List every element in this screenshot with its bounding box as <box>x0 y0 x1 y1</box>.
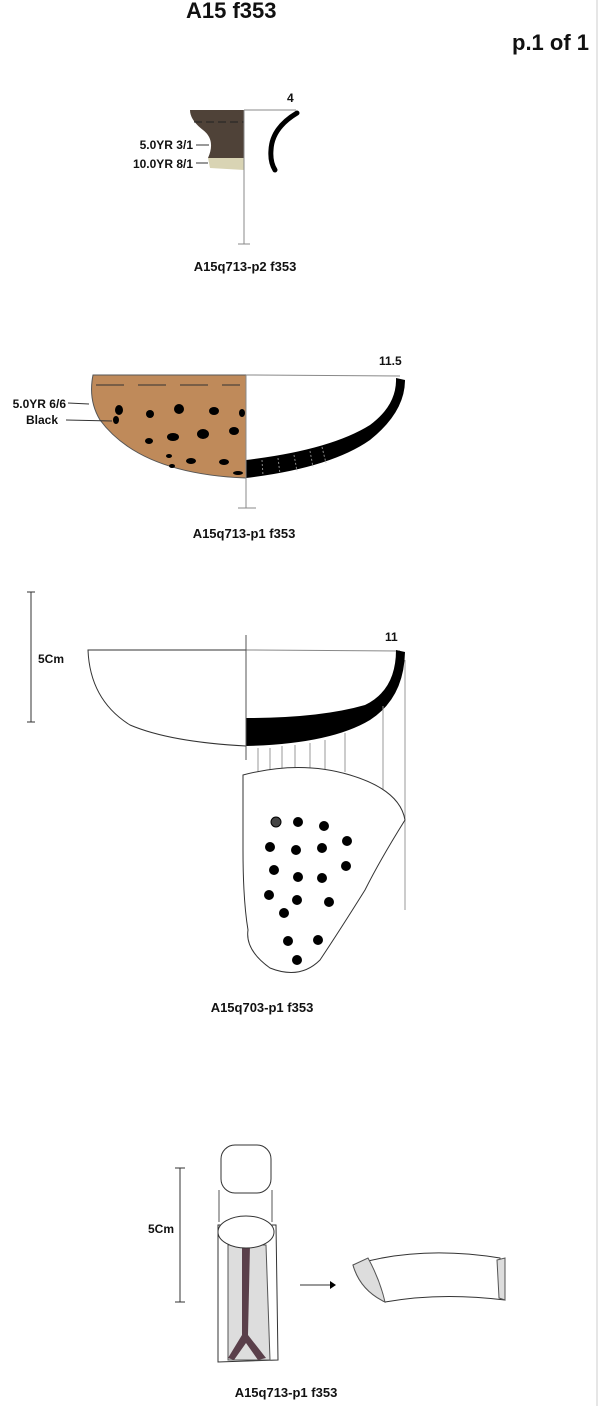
scale-label: 5Cm <box>148 1222 175 1236</box>
diameter-label: 11 <box>385 630 398 644</box>
page-number: p.1 of 1 <box>512 30 590 55</box>
color-label: 5.0YR 6/6 <box>12 397 66 411</box>
sherd-1-drawing <box>190 109 300 245</box>
bowl-2-drawing <box>65 374 405 509</box>
figure-caption: A15q713-p1 f353 <box>234 1385 338 1400</box>
object-4-drawing <box>175 1144 506 1363</box>
scale-label: 5Cm <box>38 652 65 666</box>
color-label: Black <box>25 413 58 427</box>
diameter-label: 4 <box>287 91 294 105</box>
color-label: 5.0YR 3/1 <box>139 138 193 152</box>
diameter-label: 11.5 <box>379 354 402 368</box>
sheet-title: A15 f353 <box>186 0 277 23</box>
bowl-3-drawing <box>27 591 406 973</box>
color-label: 10.0YR 8/1 <box>132 157 193 171</box>
figure-caption: A15q703-p1 f353 <box>210 1000 314 1015</box>
figure-caption: A15q713-p2 f353 <box>193 259 297 274</box>
figure-caption: A15q713-p1 f353 <box>192 526 296 541</box>
